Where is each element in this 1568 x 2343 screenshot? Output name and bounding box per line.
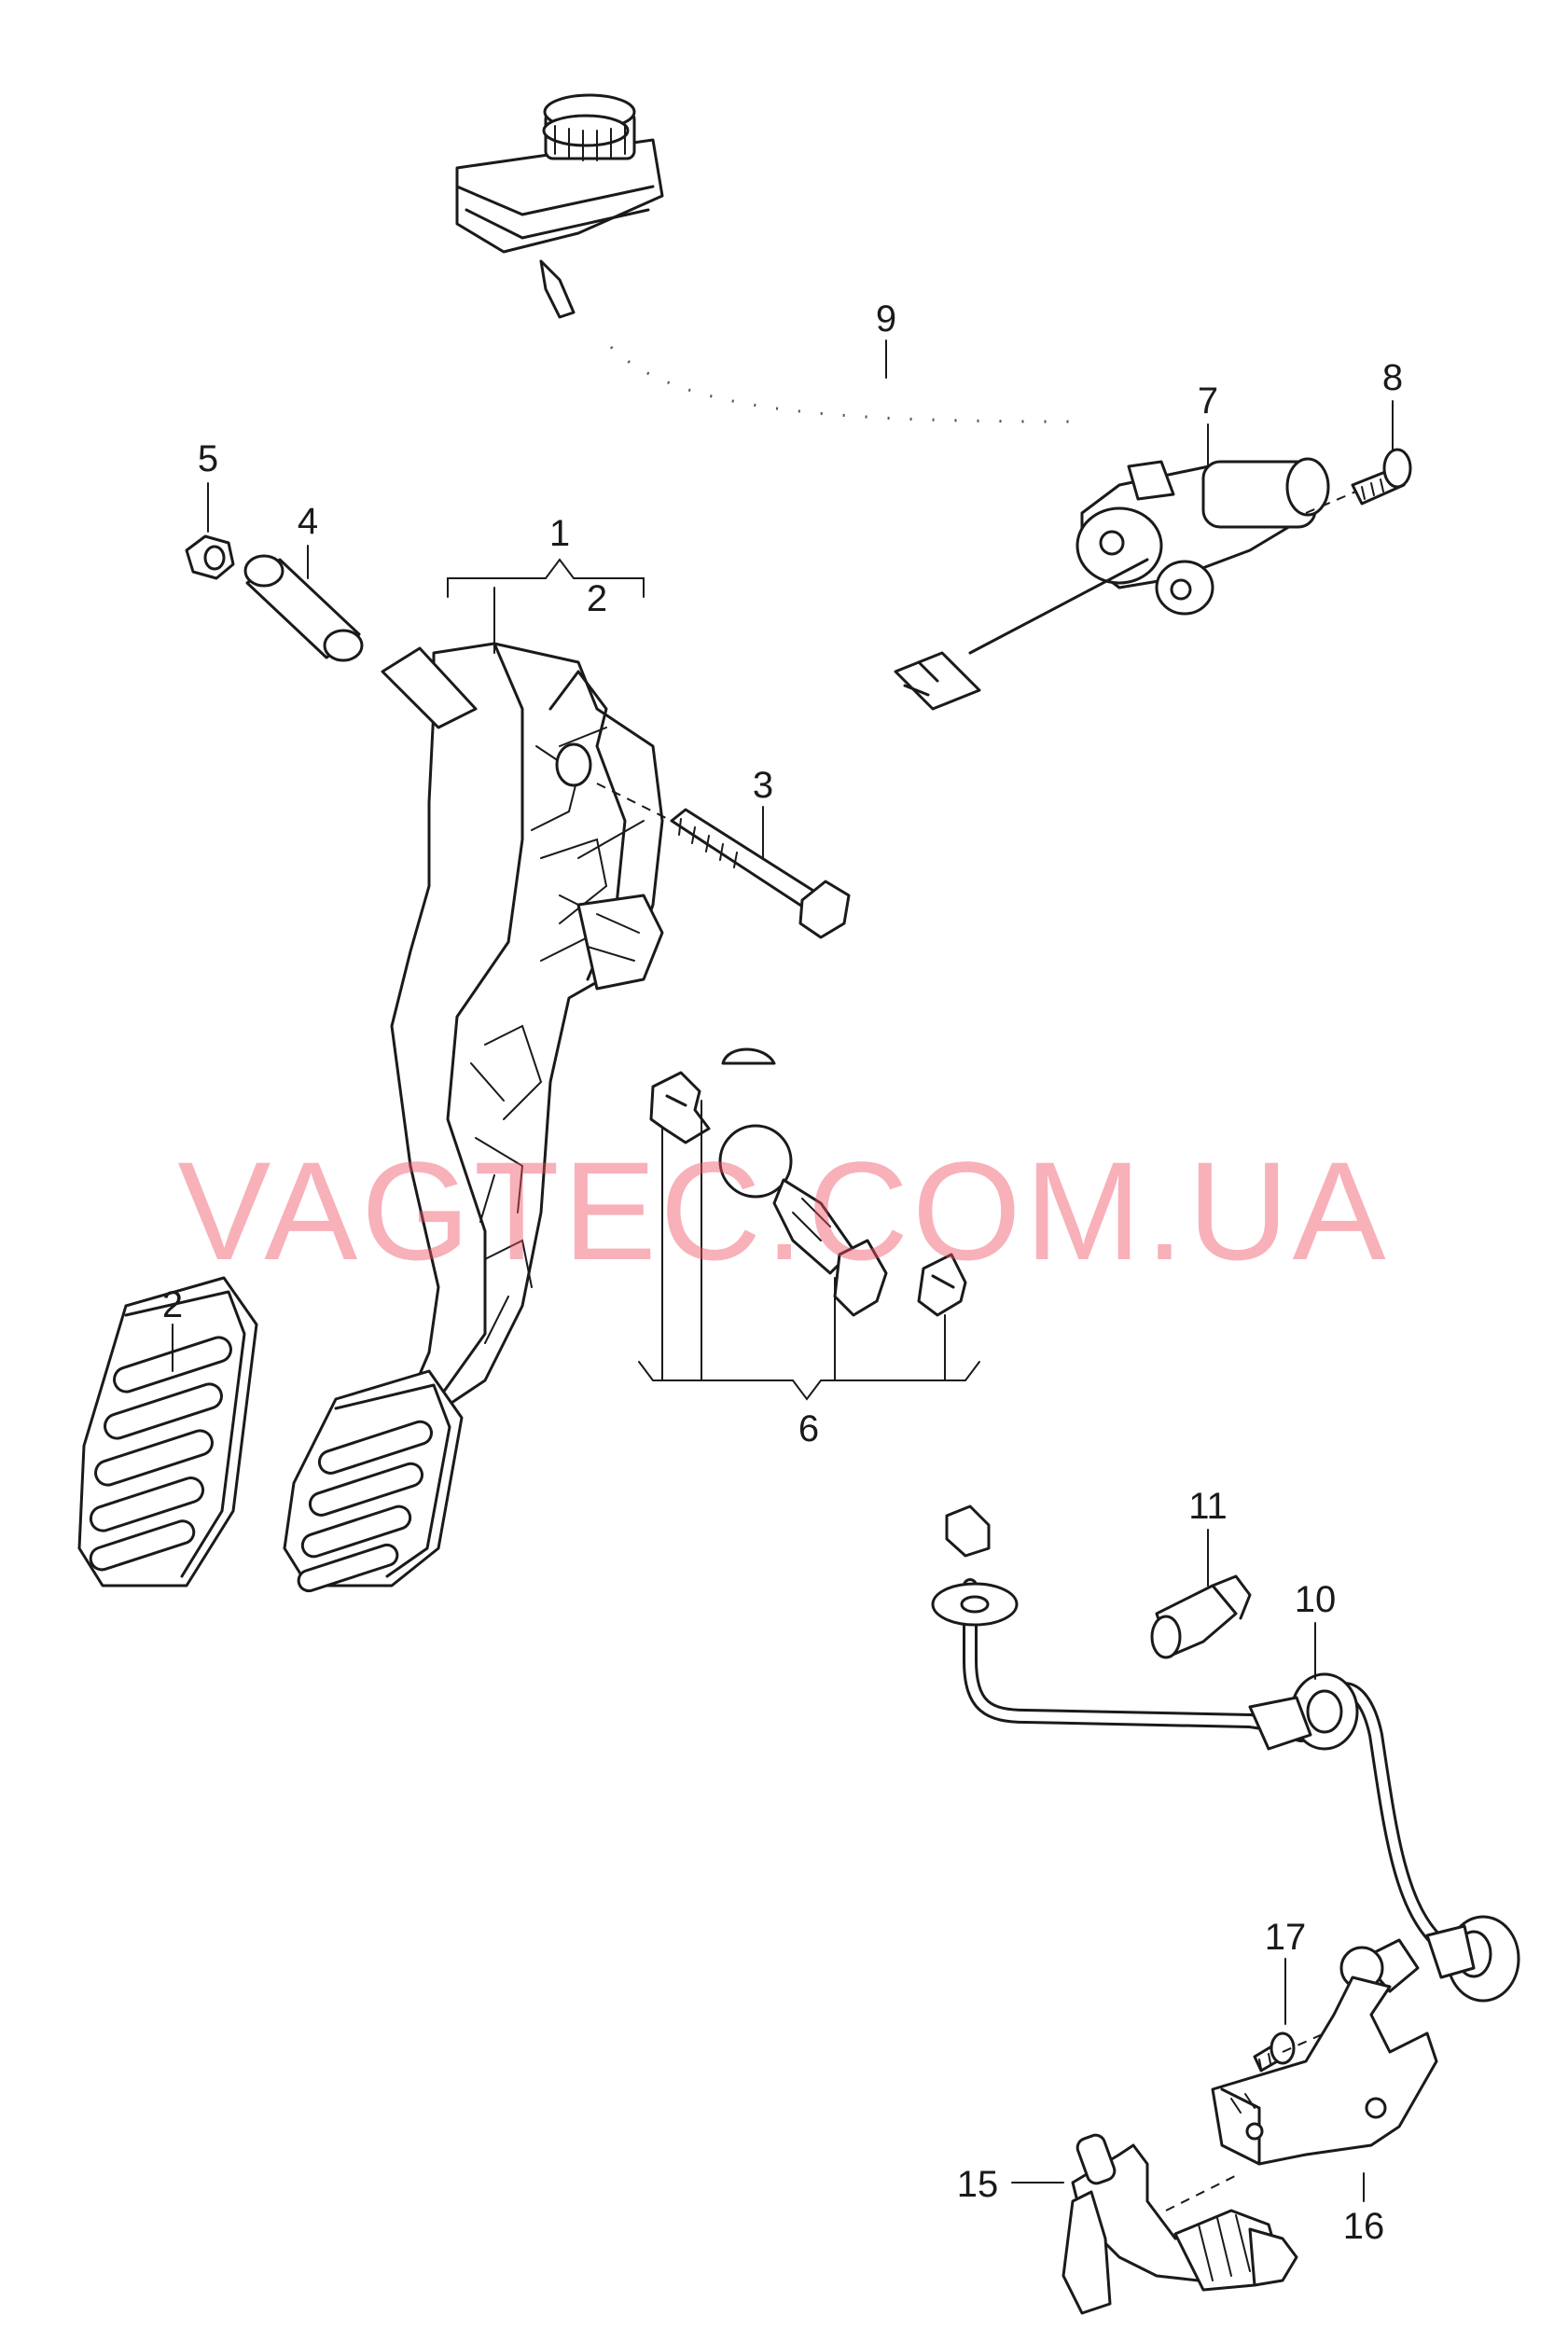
retaining-clip-11 — [1150, 1574, 1252, 1659]
brake-fluid-reservoir — [455, 93, 664, 319]
callout-10: 10 — [1295, 1579, 1337, 1620]
bracket-16 — [1211, 1976, 1438, 2166]
pedal-pad-right — [283, 1369, 464, 1593]
callout-2-pad: 2 — [162, 1284, 183, 1325]
pedal-pad-left — [77, 1276, 258, 1587]
callout-4: 4 — [298, 501, 318, 542]
callout-15: 15 — [957, 2164, 999, 2205]
callout-8: 8 — [1382, 357, 1403, 398]
pushrod-fittings-6 — [649, 1047, 967, 1317]
bolt-17 — [1253, 2031, 1325, 2073]
callout-2-bracket: 2 — [587, 578, 607, 619]
callout-1: 1 — [549, 513, 570, 554]
clutch-master-cylinder — [894, 457, 1372, 711]
clutch-hydraulic-line — [931, 1504, 1520, 2003]
callout-6: 6 — [798, 1408, 819, 1449]
callout-3: 3 — [753, 765, 773, 806]
callout-11: 11 — [1188, 1486, 1228, 1527]
bolt-8 — [1351, 448, 1412, 506]
callout-7: 7 — [1198, 381, 1218, 422]
callout-16: 16 — [1343, 2206, 1385, 2247]
nut-5 — [185, 534, 235, 580]
slave-cylinder-15 — [1062, 2133, 1298, 2315]
callout-5: 5 — [198, 438, 218, 479]
callout-9: 9 — [876, 298, 896, 340]
callouts: 1 2 2 3 4 5 6 7 8 9 10 11 15 16 17 — [162, 298, 1403, 2247]
bolt-3 — [596, 783, 851, 939]
callout-17: 17 — [1265, 1917, 1307, 1958]
pedal-assembly — [390, 642, 664, 1420]
fluid-hose — [587, 326, 1125, 467]
watermark: VAGTEC.COM.UA — [177, 1132, 1389, 1289]
spacer-sleeve-4 — [243, 554, 478, 729]
leader-lines — [172, 340, 1394, 2202]
